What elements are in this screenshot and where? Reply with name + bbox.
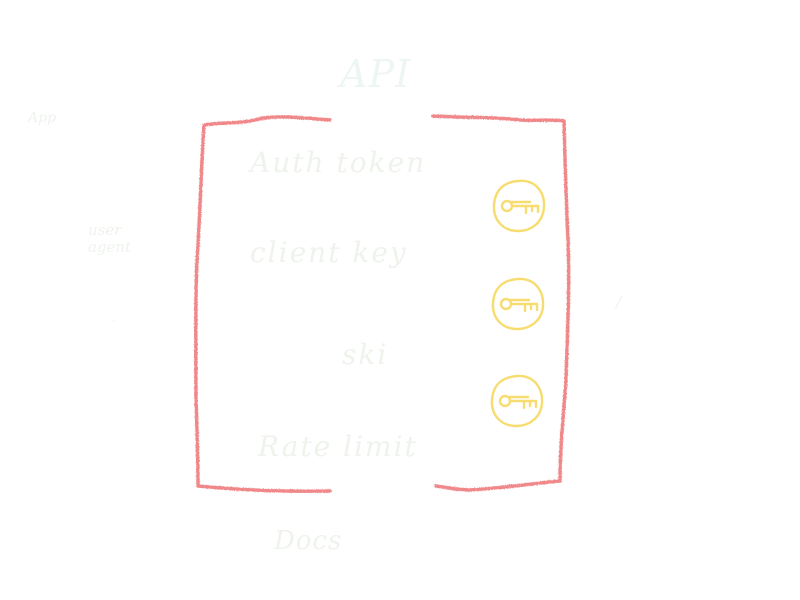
container-box	[194, 114, 571, 493]
box-right-bracket	[431, 114, 571, 492]
app-label: App	[28, 110, 57, 126]
right-mark: /	[616, 292, 622, 311]
key-icon	[491, 277, 545, 331]
diagram-footer: Docs	[274, 526, 343, 556]
box-left-bracket	[194, 115, 332, 493]
diagram-item: Rate limit	[258, 430, 418, 463]
diagram-item: Auth token	[250, 146, 427, 179]
diagram-title: API	[340, 52, 412, 96]
diagram-item: client key	[250, 236, 408, 269]
key-icon	[492, 179, 546, 233]
key-icon	[490, 374, 544, 428]
dot-mark: ·	[112, 314, 116, 328]
user-agent-label: user agent	[88, 221, 132, 256]
diagram-item: ski	[342, 338, 389, 371]
